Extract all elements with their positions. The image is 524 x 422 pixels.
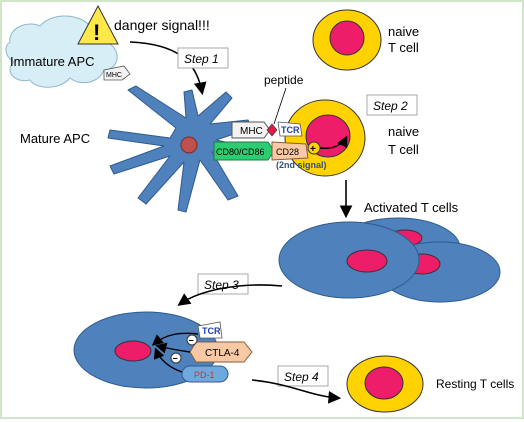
peptide-pointer: [273, 87, 287, 125]
step-3-label: Step 3: [204, 278, 239, 292]
warning-icon: [77, 4, 119, 45]
naive-t-cell-top-nucleus: [329, 20, 365, 56]
tcr-label: TCR: [281, 125, 300, 135]
activated-t-cells-label: Activated T cells: [364, 200, 459, 215]
step-1-label: Step 1: [184, 52, 219, 66]
peptide-label: peptide: [264, 73, 304, 87]
minus-signal-icon-1: [186, 334, 198, 346]
mhc-label: MHC: [240, 126, 263, 137]
minus-signal-icon-2: [170, 352, 182, 364]
step-1-box: [177, 47, 229, 69]
inhibitory-arrow-1: [151, 332, 199, 346]
step4-arrow: [251, 379, 342, 404]
naive-t-cell-engaged-label-2: T cell: [388, 142, 419, 157]
pd1-label: PD-1: [194, 370, 215, 380]
plus-sign: +: [310, 144, 316, 155]
immune-response-diagram: Immature APC MHC ! danger signal!!! Step…: [5, 4, 514, 413]
cd80-cd86-label: CD80/CD86: [216, 147, 265, 157]
inhibited-t-cell-nucleus: [114, 340, 152, 362]
resting-t-cell-nucleus: [364, 366, 404, 400]
inhibitory-arrow-3: [153, 347, 183, 373]
activated-t-cell-left-nucleus: [346, 249, 388, 273]
step3-arrow: [177, 284, 283, 306]
resting-t-cells-label: Resting T cells: [436, 377, 514, 391]
cd28-label: CD28: [276, 147, 299, 157]
tcr-small-receptor: [197, 321, 223, 339]
tcr-small-label: TCR: [202, 326, 221, 336]
warning-exclamation: !: [93, 20, 100, 45]
mature-apc-label: Mature APC: [20, 131, 90, 146]
ctla4-label: CTLA-4: [205, 348, 240, 359]
mature-apc-nucleus: [180, 136, 198, 154]
naive-t-cell-top-label-1: naive: [388, 24, 419, 39]
step-4-label: Step 4: [284, 370, 319, 384]
minus-sign-2: −: [173, 354, 178, 364]
naive-t-cell-top-label-2: T cell: [388, 40, 419, 55]
immature-apc-label: Immature APC: [10, 54, 95, 69]
danger-signal-label: danger signal!!!: [114, 17, 210, 33]
second-signal-label: (2nd signal): [276, 160, 327, 170]
cd28-receptor: [271, 141, 309, 161]
minus-sign-1: −: [189, 336, 194, 346]
immature-mhc-label: MHC: [106, 72, 122, 79]
step-4-box: [277, 365, 329, 387]
step-2-box: [366, 94, 418, 116]
pd1-receptor: [181, 365, 229, 383]
mhc-receptor: [231, 121, 271, 139]
step-2-label: Step 2: [373, 99, 408, 113]
naive-t-cell-engaged-label-1: naive: [388, 124, 419, 139]
tcr-receptor: [277, 121, 303, 137]
immature-mhc-shape: [103, 65, 131, 81]
peptide-diamond: [266, 123, 278, 137]
activation-arrow: [319, 135, 348, 150]
inhibitory-arrow-2: [155, 342, 191, 354]
cd80-cd86-receptor: [213, 141, 275, 161]
step-3-box: [197, 273, 249, 295]
